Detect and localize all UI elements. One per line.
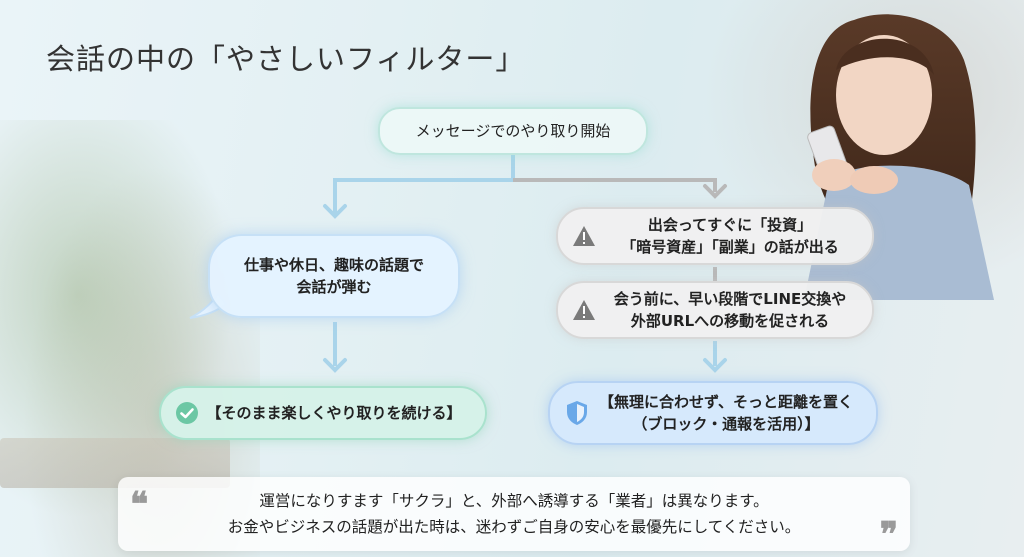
- warning-external-line1: 会う前に、早い段階でLINE交換や: [613, 289, 847, 308]
- good-result-node: 【そのまま楽しくやり取りを続ける】: [159, 386, 487, 440]
- warning-triangle-icon: [573, 226, 595, 246]
- safe-result-line1: 【無理に合わせず、そっと距離を置く: [599, 392, 853, 411]
- warning-investment-line2: 「暗号資産」「副業」の話が出る: [621, 238, 839, 256]
- good-conversation-line1: 仕事や休日、趣味の話題で: [243, 255, 424, 274]
- caution-note-line2: お金やビジネスの話題が出た時は、迷わずご自身の安心を最優先にしてください。: [227, 518, 801, 536]
- warning-triangle-icon: [573, 300, 595, 320]
- warning-investment-line1: 出会ってすぐに「投資」: [647, 215, 813, 234]
- good-result-label: 【そのまま楽しくやり取りを続ける】: [206, 403, 462, 422]
- warning-node-external-link: 会う前に、早い段階でLINE交換や 外部URLへの移動を促される: [556, 281, 874, 339]
- safe-result-node: 【無理に合わせず、そっと距離を置く （ブロック・通報を活用）】: [548, 381, 878, 445]
- flow-start-node: メッセージでのやり取り開始: [378, 107, 648, 155]
- shield-icon: [567, 401, 587, 425]
- arrow-to-good: [323, 204, 347, 219]
- warning-node-investment: 出会ってすぐに「投資」 「暗号資産」「副業」の話が出る: [556, 207, 874, 265]
- connector-to-good: [333, 178, 513, 214]
- caution-note-line1: 運営になりすます「サクラ」と、外部へ誘導する「業者」は異なります。: [259, 491, 769, 510]
- arrow-to-good-result: [323, 358, 347, 373]
- quote-open-icon: ❝: [130, 485, 149, 525]
- caution-note: ❝ 運営になりすます「サクラ」と、外部へ誘導する「業者」は異なります。 お金やビ…: [118, 477, 910, 555]
- good-conversation-line2: 会話が弾む: [296, 278, 372, 296]
- safe-result-line2: （ブロック・通報を活用）】: [632, 415, 820, 433]
- page-title: 会話の中の「やさしいフィルター」: [46, 42, 526, 76]
- check-circle-icon: [176, 402, 198, 424]
- woman-with-smartphone-illustration: [804, 14, 994, 300]
- arrow-to-safe-result: [703, 358, 727, 373]
- warning-external-line2: 外部URLへの移動を促される: [630, 312, 830, 330]
- good-conversation-bubble: 仕事や休日、趣味の話題で 会話が弾む: [208, 234, 460, 318]
- quote-close-icon: ❞: [879, 515, 898, 556]
- flow-start-label: メッセージでのやり取り開始: [415, 121, 611, 140]
